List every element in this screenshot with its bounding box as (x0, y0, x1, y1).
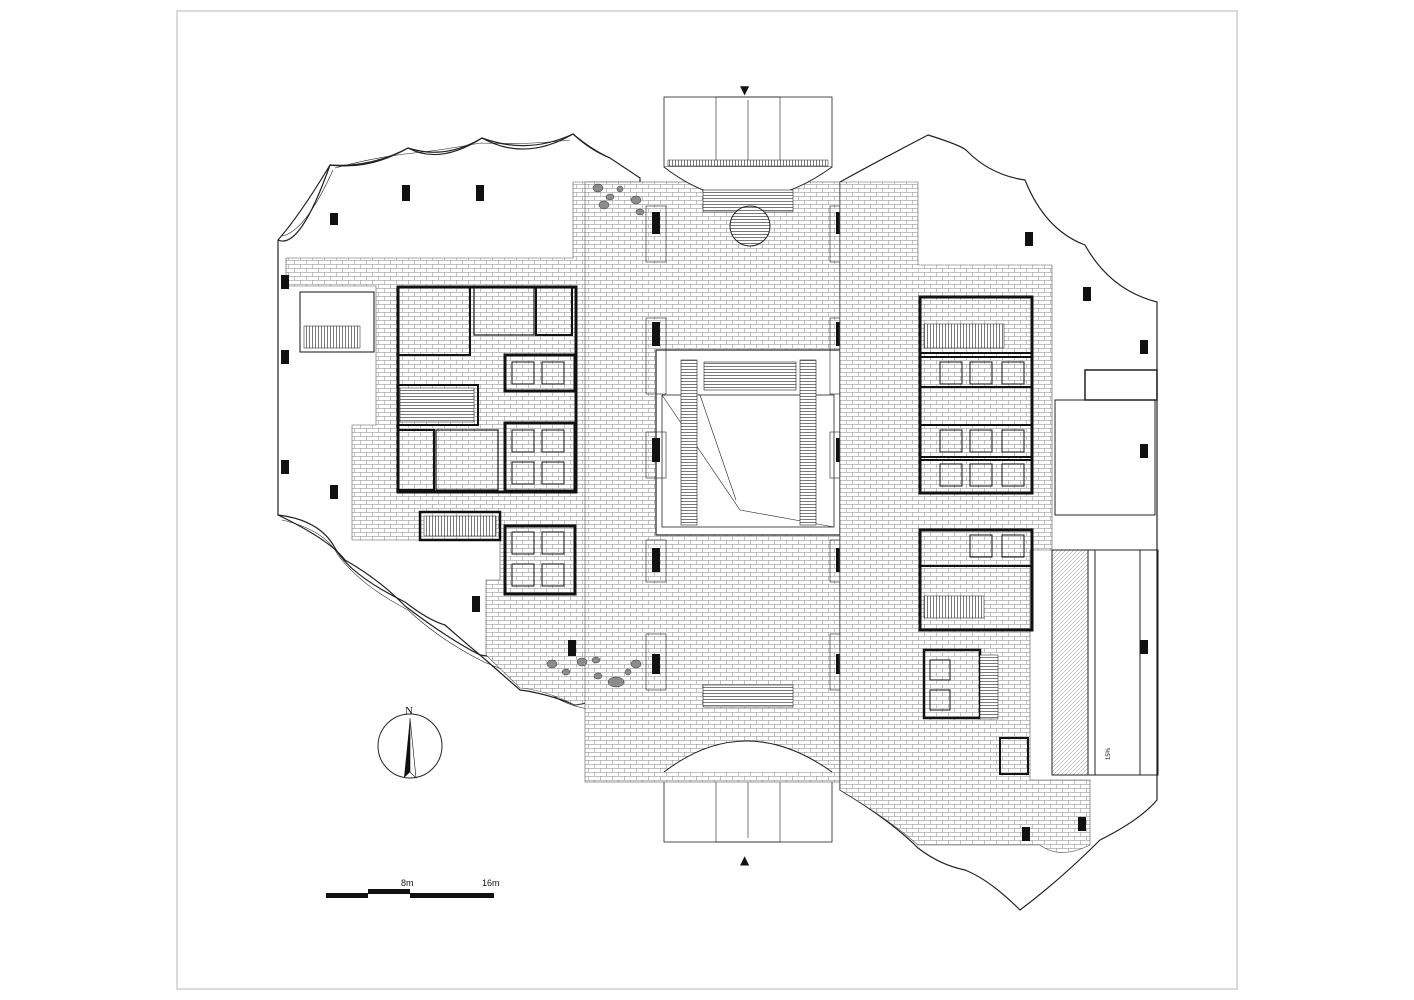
west-lifts (503, 353, 577, 596)
fountain (729, 205, 771, 247)
scale-bar: 8m 16m (326, 878, 500, 898)
east-columns (1022, 232, 1148, 841)
north-bridge (663, 96, 833, 168)
scale-label-8m: 8m (401, 878, 414, 888)
escalator-west (680, 359, 698, 526)
scale-label-16m: 16m (482, 878, 500, 888)
section-marker-south: ▲ (740, 853, 750, 867)
atrium-void (655, 349, 841, 536)
north-label: N (405, 705, 413, 717)
escalator-east (799, 359, 817, 526)
east-garage (1051, 369, 1159, 776)
west-columns (281, 185, 484, 612)
east-core (918, 295, 1034, 775)
north-arrow: N (377, 705, 443, 779)
south-bridge (663, 771, 833, 843)
section-marker-north: ▼ (740, 83, 750, 97)
ramp-label: 15% (1106, 747, 1112, 760)
east-lifts (929, 361, 1025, 711)
east-paving (839, 181, 1091, 853)
drawing-frame (176, 10, 1238, 990)
plaza-south-arc (663, 740, 833, 773)
